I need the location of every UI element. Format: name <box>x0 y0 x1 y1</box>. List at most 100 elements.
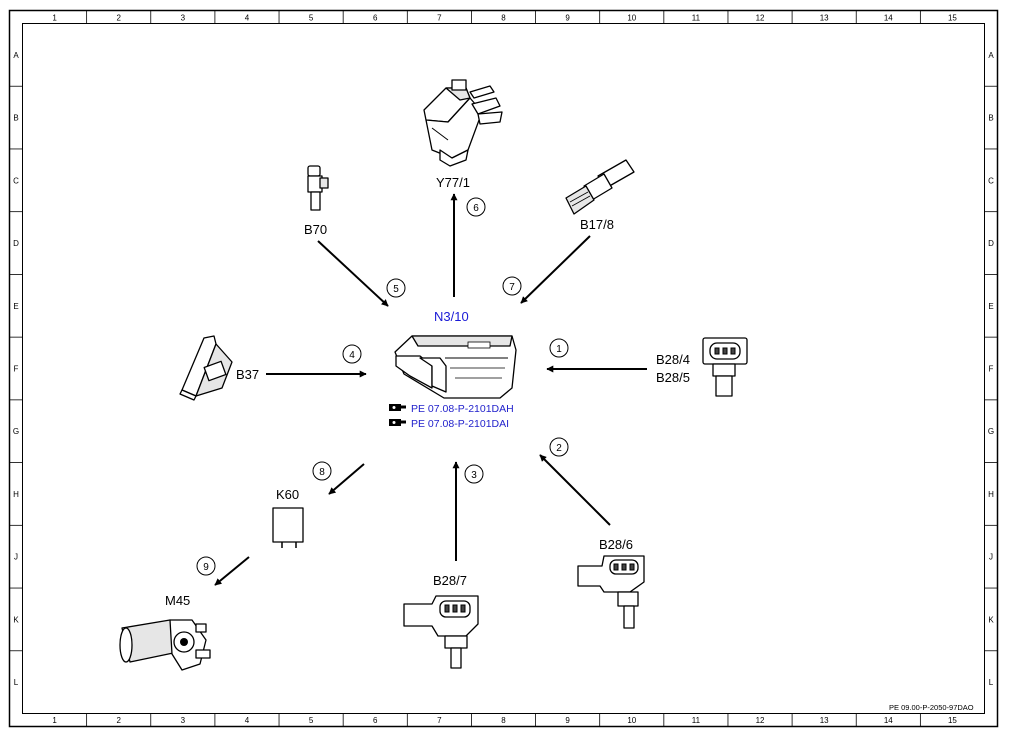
step-9-marker: 9 <box>196 556 216 576</box>
column-number-top: 5 <box>309 14 314 23</box>
m45-label: M45 <box>165 593 190 608</box>
y77-1-picture <box>423 79 503 167</box>
row-letter-right: C <box>988 176 994 185</box>
b17-8-picture <box>565 159 635 215</box>
ref-text-1: PE 07.08-P-2101DAH <box>411 403 514 415</box>
column-number-bottom: 13 <box>820 716 829 725</box>
b28-6-label: B28/6 <box>599 537 633 552</box>
b28-7-label: B28/7 <box>433 573 467 588</box>
row-letter-right: B <box>988 114 993 123</box>
column-number-bottom: 11 <box>692 716 701 725</box>
step-3-number: 3 <box>471 470 477 481</box>
ref-text-2: PE 07.08-P-2101DAI <box>411 418 509 430</box>
row-letter-right: F <box>989 365 994 374</box>
component-b37: B37 <box>179 335 259 401</box>
ecu-n3-10: N3/10 PE 07.08-P-2101DAH <box>389 309 517 430</box>
component-b28-6: B28/6 <box>577 537 645 629</box>
column-number-top: 15 <box>948 14 957 23</box>
row-letter-left: H <box>13 490 19 499</box>
ecu-picture <box>394 335 517 399</box>
step-6-marker: 6 <box>466 197 486 217</box>
column-number-top: 2 <box>116 14 121 23</box>
column-number-bottom: 4 <box>245 716 250 725</box>
step-5-number: 5 <box>393 284 399 295</box>
row-letter-left: B <box>13 114 18 123</box>
camera-icon <box>389 404 406 411</box>
arrow-step-5 <box>317 240 389 307</box>
column-number-top: 13 <box>820 14 829 23</box>
column-markers: 1122334455667788991010111112121313141415… <box>52 10 957 727</box>
step-4-marker: 4 <box>342 344 362 364</box>
m45-picture <box>119 619 211 671</box>
column-number-bottom: 6 <box>373 716 378 725</box>
component-b17-8: B17/8 <box>565 159 635 232</box>
ecu-label: N3/10 <box>434 309 469 324</box>
column-number-bottom: 1 <box>52 716 57 725</box>
column-number-top: 10 <box>627 14 636 23</box>
signal-arrows <box>214 193 647 586</box>
row-letter-left: F <box>14 365 19 374</box>
b17-8-label: B17/8 <box>580 217 614 232</box>
b28-6-picture <box>577 555 645 629</box>
column-number-bottom: 9 <box>565 716 570 725</box>
column-number-bottom: 8 <box>501 716 506 725</box>
column-number-top: 12 <box>756 14 765 23</box>
column-number-bottom: 3 <box>181 716 186 725</box>
ref-2: PE 07.08-P-2101DAI <box>389 418 509 430</box>
component-m45: M45 <box>119 593 211 671</box>
step-1-number: 1 <box>556 344 562 355</box>
k60-label: K60 <box>276 487 299 502</box>
b28-7-picture <box>403 595 479 669</box>
b70-picture <box>307 165 329 211</box>
column-number-bottom: 5 <box>309 716 314 725</box>
row-letter-left: C <box>13 176 19 185</box>
step-8-number: 8 <box>319 467 325 478</box>
step-7-marker: 7 <box>502 276 522 296</box>
column-number-bottom: 15 <box>948 716 957 725</box>
column-number-top: 7 <box>437 14 442 23</box>
column-number-bottom: 2 <box>116 716 121 725</box>
column-number-bottom: 10 <box>627 716 636 725</box>
row-letter-right: D <box>988 239 994 248</box>
component-y77-1: Y77/1 <box>423 79 503 190</box>
column-number-top: 1 <box>52 14 57 23</box>
footer-code: PE 09.00-P-2050-97DAO <box>889 703 974 712</box>
component-b28-7: B28/7 <box>403 573 479 669</box>
sheet-frame <box>8 9 999 728</box>
arrow-step-7 <box>520 235 591 304</box>
row-letter-left: J <box>14 553 18 562</box>
column-number-top: 14 <box>884 14 893 23</box>
component-b28-4-5: B28/4 B28/5 <box>656 337 748 397</box>
row-letter-left: A <box>13 51 19 60</box>
b28-5-label: B28/5 <box>656 370 690 385</box>
column-number-bottom: 12 <box>756 716 765 725</box>
row-letter-left: K <box>13 615 19 624</box>
step-7-number: 7 <box>509 282 515 293</box>
step-6-number: 6 <box>473 203 479 214</box>
step-3-marker: 3 <box>464 464 484 484</box>
column-number-top: 8 <box>501 14 506 23</box>
row-letter-right: J <box>989 553 993 562</box>
component-b70: B70 <box>304 165 329 237</box>
row-letter-right: H <box>988 490 994 499</box>
b28-4-label: B28/4 <box>656 352 690 367</box>
column-number-top: 11 <box>692 14 701 23</box>
row-letter-right: A <box>988 51 994 60</box>
y77-1-label: Y77/1 <box>436 175 470 190</box>
row-letter-right: E <box>988 302 993 311</box>
step-5-marker: 5 <box>386 278 406 298</box>
b28-4-picture <box>702 337 748 397</box>
row-letter-left: G <box>13 427 19 436</box>
component-k60: K60 <box>272 487 304 548</box>
camera-icon <box>389 419 406 426</box>
step-2-number: 2 <box>556 443 562 454</box>
step-4-number: 4 <box>349 350 355 361</box>
column-number-top: 3 <box>181 14 186 23</box>
column-number-top: 4 <box>245 14 250 23</box>
row-letter-left: E <box>13 302 18 311</box>
column-number-bottom: 14 <box>884 716 893 725</box>
step-1-marker: 1 <box>549 338 569 358</box>
step-2-marker: 2 <box>549 437 569 457</box>
